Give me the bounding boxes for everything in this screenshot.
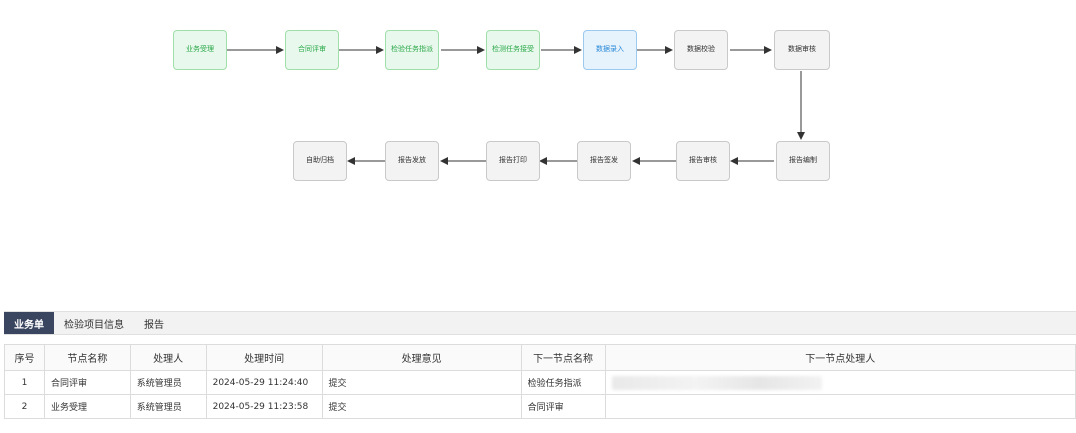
flow-node-report-distribute[interactable]: 报告发放 [385, 141, 439, 181]
col-header-opinion: 处理意见 [321, 344, 522, 371]
cell-opinion: 提交 [321, 394, 522, 419]
table-row[interactable]: 1 合同评审 系统管理员 2024-05-29 11:24:40 提交 检验任务… [4, 370, 1076, 395]
col-header-handler: 处理人 [129, 344, 207, 371]
flow-node-data-audit[interactable]: 数据审核 [774, 30, 830, 70]
blurred-handler-names [611, 375, 822, 390]
cell-handler: 系统管理员 [129, 370, 207, 395]
tab-inspection-items[interactable]: 检验项目信息 [64, 319, 124, 331]
flow-node-business-acceptance[interactable]: 业务受理 [173, 30, 227, 70]
flow-node-data-verification[interactable]: 数据校验 [674, 30, 728, 70]
process-record-table: 序号 节点名称 处理人 处理时间 处理意见 下一节点名称 下一节点处理人 1 合… [4, 344, 1076, 419]
flow-node-report-print[interactable]: 报告打印 [486, 141, 540, 181]
flow-node-report-sign[interactable]: 报告签发 [577, 141, 631, 181]
cell-next-handler [604, 370, 1076, 395]
flow-node-report-audit[interactable]: 报告审核 [676, 141, 730, 181]
cell-opinion: 提交 [321, 370, 522, 395]
tab-bar: 业务单 检验项目信息 报告 [4, 311, 1076, 335]
flow-node-data-entry[interactable]: 数据录入 [583, 30, 637, 70]
tab-report[interactable]: 报告 [144, 319, 164, 331]
flow-node-inspection-assignment[interactable]: 检验任务指派 [385, 30, 439, 70]
cell-next-node: 合同评审 [520, 394, 606, 419]
col-header-node-name: 节点名称 [43, 344, 131, 371]
cell-seq: 1 [4, 370, 45, 395]
cell-time: 2024-05-29 11:23:58 [205, 394, 323, 419]
flow-connectors [227, 46, 805, 165]
cell-handler: 系统管理员 [129, 394, 207, 419]
table-row[interactable]: 2 业务受理 系统管理员 2024-05-29 11:23:58 提交 合同评审 [4, 394, 1076, 419]
cell-seq: 2 [4, 394, 45, 419]
flow-node-task-acceptance[interactable]: 检测任务接受 [486, 30, 540, 70]
flow-node-self-archive[interactable]: 自助归档 [293, 141, 347, 181]
cell-time: 2024-05-29 11:24:40 [205, 370, 323, 395]
col-header-time: 处理时间 [205, 344, 323, 371]
cell-node-name: 合同评审 [43, 370, 131, 395]
cell-node-name: 业务受理 [43, 394, 131, 419]
col-header-next-node: 下一节点名称 [520, 344, 606, 371]
cell-next-node: 检验任务指派 [520, 370, 606, 395]
tab-business-order[interactable]: 业务单 [4, 312, 54, 334]
col-header-seq: 序号 [4, 344, 45, 371]
flow-node-contract-review[interactable]: 合同评审 [285, 30, 339, 70]
cell-next-handler [604, 394, 1076, 419]
table-header-row: 序号 节点名称 处理人 处理时间 处理意见 下一节点名称 下一节点处理人 [4, 344, 1076, 371]
flow-node-report-compile[interactable]: 报告编制 [776, 141, 830, 181]
col-header-next-handler: 下一节点处理人 [604, 344, 1076, 371]
